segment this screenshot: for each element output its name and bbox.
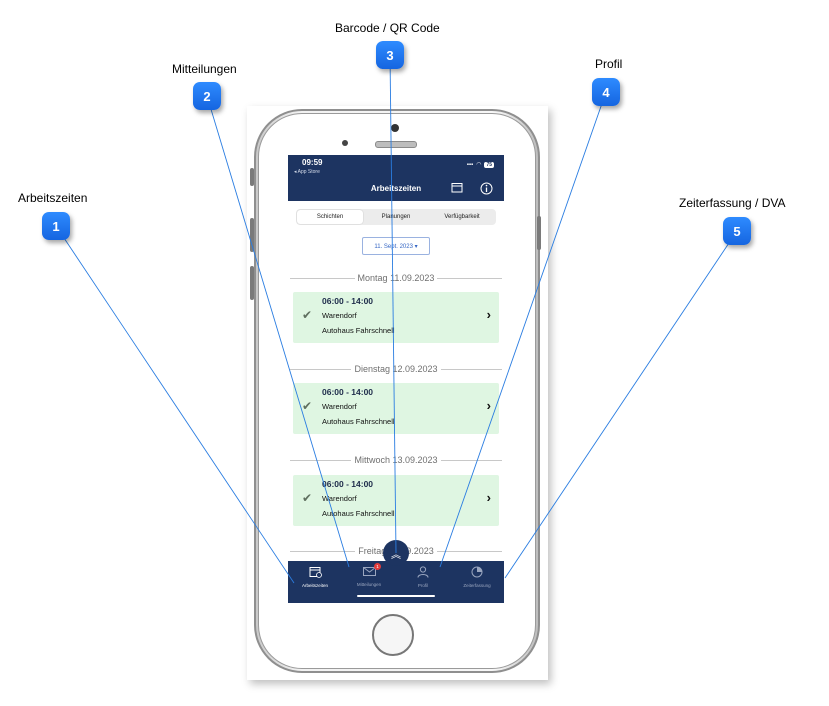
callout-badge-2: 2 [193, 82, 221, 110]
leader-line-1 [55, 225, 295, 584]
day-header-text: Montag 11.09.2023 [354, 273, 438, 283]
callout-label-profil: Profil [595, 57, 623, 71]
check-icon: ✔ [302, 491, 313, 505]
callout-label-barcode: Barcode / QR Code [335, 21, 440, 35]
envelope-icon [342, 566, 396, 580]
chevron-right-icon: › [486, 490, 491, 505]
tab-zeiterfassung[interactable]: Zeiterfassung [450, 561, 504, 595]
tab-arbeitszeiten[interactable]: Arbeitszeiten [288, 561, 342, 595]
shift-time: 06:00 - 14:00 [322, 387, 374, 397]
check-icon: ✔ [302, 399, 313, 413]
home-button[interactable] [372, 614, 414, 656]
callout-badge-5: 5 [723, 217, 751, 245]
day-header-text: Dienstag 12.09.2023 [351, 364, 441, 374]
leader-line-5 [504, 230, 738, 579]
day-header: Montag 11.09.2023 [288, 272, 504, 284]
mute-switch [250, 168, 254, 186]
page-title: Arbeitszeiten [370, 184, 422, 193]
nav-bar: 09:59 ◂ App Store ▪▪▪ ◠ 75 Arbeitszeiten [288, 155, 504, 201]
day-header-text: Mittwoch 13.09.2023 [351, 455, 441, 465]
day-header: Dienstag 12.09.2023 [288, 363, 504, 375]
callout-badge-3: 3 [376, 41, 404, 69]
chevron-right-icon: › [486, 398, 491, 413]
shift-location: Warendorf [322, 494, 357, 503]
segment-planungen[interactable]: Planungen [381, 214, 411, 220]
shift-company: Autohaus Fahrschnell [322, 326, 395, 335]
segment-verfuegbarkeit[interactable]: Verfügbarkeit [444, 214, 480, 220]
double-chevron-up-icon: ︽ [391, 549, 401, 561]
proximity-sensor [342, 140, 348, 146]
shift-company: Autohaus Fahrschnell [322, 417, 395, 426]
calendar-icon[interactable] [450, 182, 464, 194]
signal-icon: ▪▪▪ [466, 161, 474, 168]
callout-badge-4: 4 [592, 78, 620, 106]
shift-company: Autohaus Fahrschnell [322, 509, 395, 518]
battery-icon: 75 [484, 161, 494, 168]
unread-badge: 1 [374, 563, 381, 570]
callout-label-zeiterfassung: Zeiterfassung / DVA [679, 196, 786, 210]
back-to-app-store[interactable]: ◂ App Store [294, 169, 320, 175]
shift-card[interactable]: ✔ 06:00 - 14:00 Warendorf Autohaus Fahrs… [293, 292, 499, 343]
day-header: Mittwoch 13.09.2023 [288, 454, 504, 466]
home-indicator [357, 595, 435, 597]
date-picker[interactable]: 11. Sept. 2023 ▾ [362, 237, 430, 255]
leader-line-4 [439, 91, 607, 568]
status-icons: ▪▪▪ ◠ 75 [467, 161, 494, 168]
callout-badge-1: 1 [42, 212, 70, 240]
status-time: 09:59 [302, 158, 323, 167]
volume-down-button [250, 266, 254, 300]
segment-schichten[interactable]: Schichten [297, 210, 363, 224]
leader-line-3 [389, 54, 397, 554]
callout-label-mitteilungen: Mitteilungen [172, 62, 237, 76]
tab-label: Arbeitszeiten [301, 583, 328, 588]
chevron-right-icon: › [486, 307, 491, 322]
volume-up-button [250, 218, 254, 252]
calendar-clock-icon [288, 566, 342, 581]
tab-mitteilungen[interactable]: 1 Mitteilungen [342, 561, 396, 595]
shift-card[interactable]: ✔ 06:00 - 14:00 Warendorf Autohaus Fahrs… [293, 383, 499, 434]
tab-label: Zeiterfassung [463, 583, 491, 588]
tab-label: Profil [417, 583, 429, 588]
check-icon: ✔ [302, 308, 313, 322]
earpiece-speaker [375, 141, 417, 148]
tab-label: Mitteilungen [356, 582, 382, 587]
info-icon[interactable] [479, 182, 493, 195]
shift-time: 06:00 - 14:00 [322, 479, 374, 489]
wifi-icon: ◠ [476, 162, 482, 168]
tab-profil[interactable]: Profil [396, 561, 450, 595]
timer-icon [450, 566, 504, 581]
view-segmented-control: Schichten Planungen Verfügbarkeit [296, 209, 496, 225]
shift-location: Warendorf [322, 311, 357, 320]
power-button [537, 216, 541, 250]
callout-label-arbeitszeiten: Arbeitszeiten [18, 191, 88, 205]
shift-time: 06:00 - 14:00 [322, 296, 374, 306]
leader-line-2 [206, 95, 350, 568]
person-icon [396, 566, 450, 581]
tab-bar: Arbeitszeiten 1 Mitteilungen Profil Zeit… [288, 561, 504, 603]
app-screen: 09:59 ◂ App Store ▪▪▪ ◠ 75 Arbeitszeiten… [288, 155, 504, 603]
shift-location: Warendorf [322, 402, 357, 411]
front-camera [391, 124, 399, 132]
